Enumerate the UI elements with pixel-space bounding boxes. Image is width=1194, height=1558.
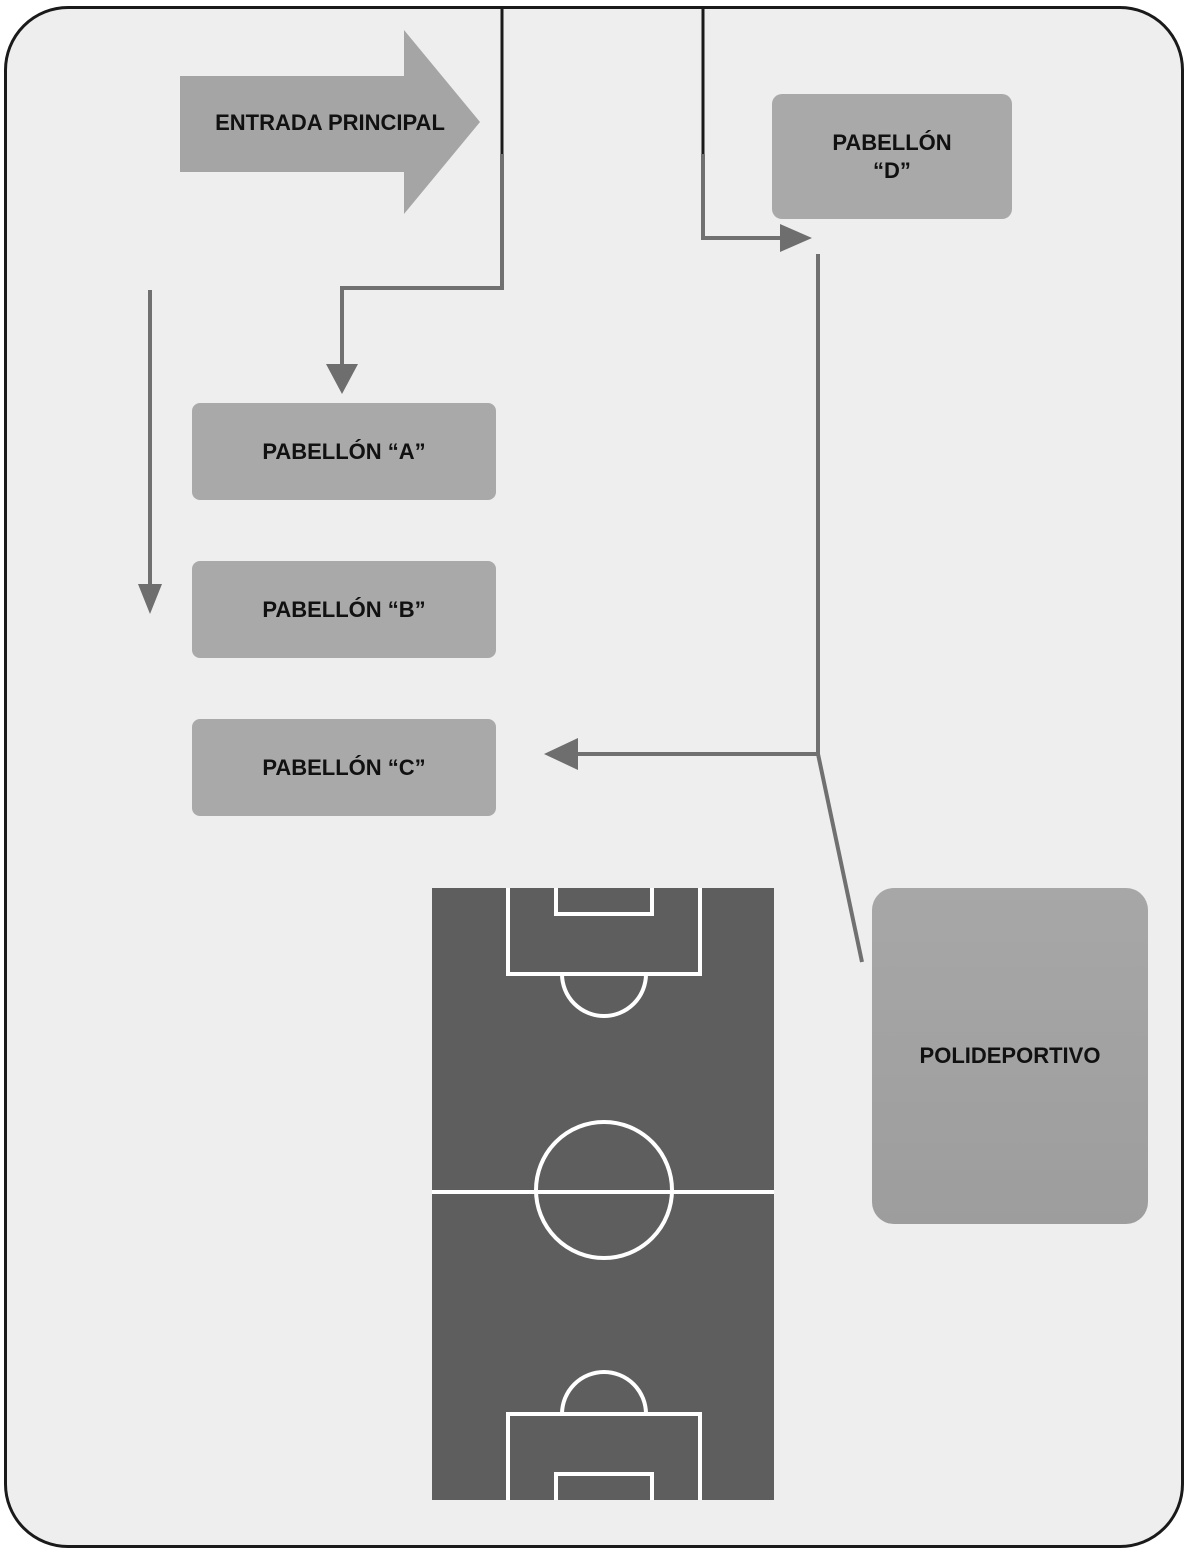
arrowhead-left-down [138,584,162,614]
arrowhead-pabellon-c [544,738,578,770]
pabellon-b-label: PABELLÓN “B” [262,596,426,622]
arrowhead-pabellon-a [326,364,358,394]
soccer-field [432,876,774,1514]
pabellon-a-label: PABELLÓN “A” [262,438,426,464]
polideportivo-label: POLIDEPORTIVO [919,1043,1101,1069]
path-to-pabellon-d-lower [701,154,784,240]
entrance-arrow [180,30,480,214]
pabellon-b-box: PABELLÓN “B” [192,561,496,658]
pabellon-c-label: PABELLÓN “C” [262,754,426,780]
arrowhead-pabellon-d [780,224,812,252]
pabellon-a-box: PABELLÓN “A” [192,403,496,500]
field-bottom-arc [560,1370,648,1415]
pabellon-d-box: PABELLÓN “D” [772,94,1012,219]
field-top-arc [560,973,648,1018]
field-center-circle [534,1120,674,1260]
path-right-vertical [816,254,864,963]
polideportivo-box: POLIDEPORTIVO [872,888,1148,1224]
entrance-label: ENTRADA PRINCIPAL [215,110,445,135]
pabellon-c-box: PABELLÓN “C” [192,719,496,816]
pabellon-d-label: PABELLÓN “D” [832,130,952,183]
path-to-pabellon-a-lower [340,154,504,372]
